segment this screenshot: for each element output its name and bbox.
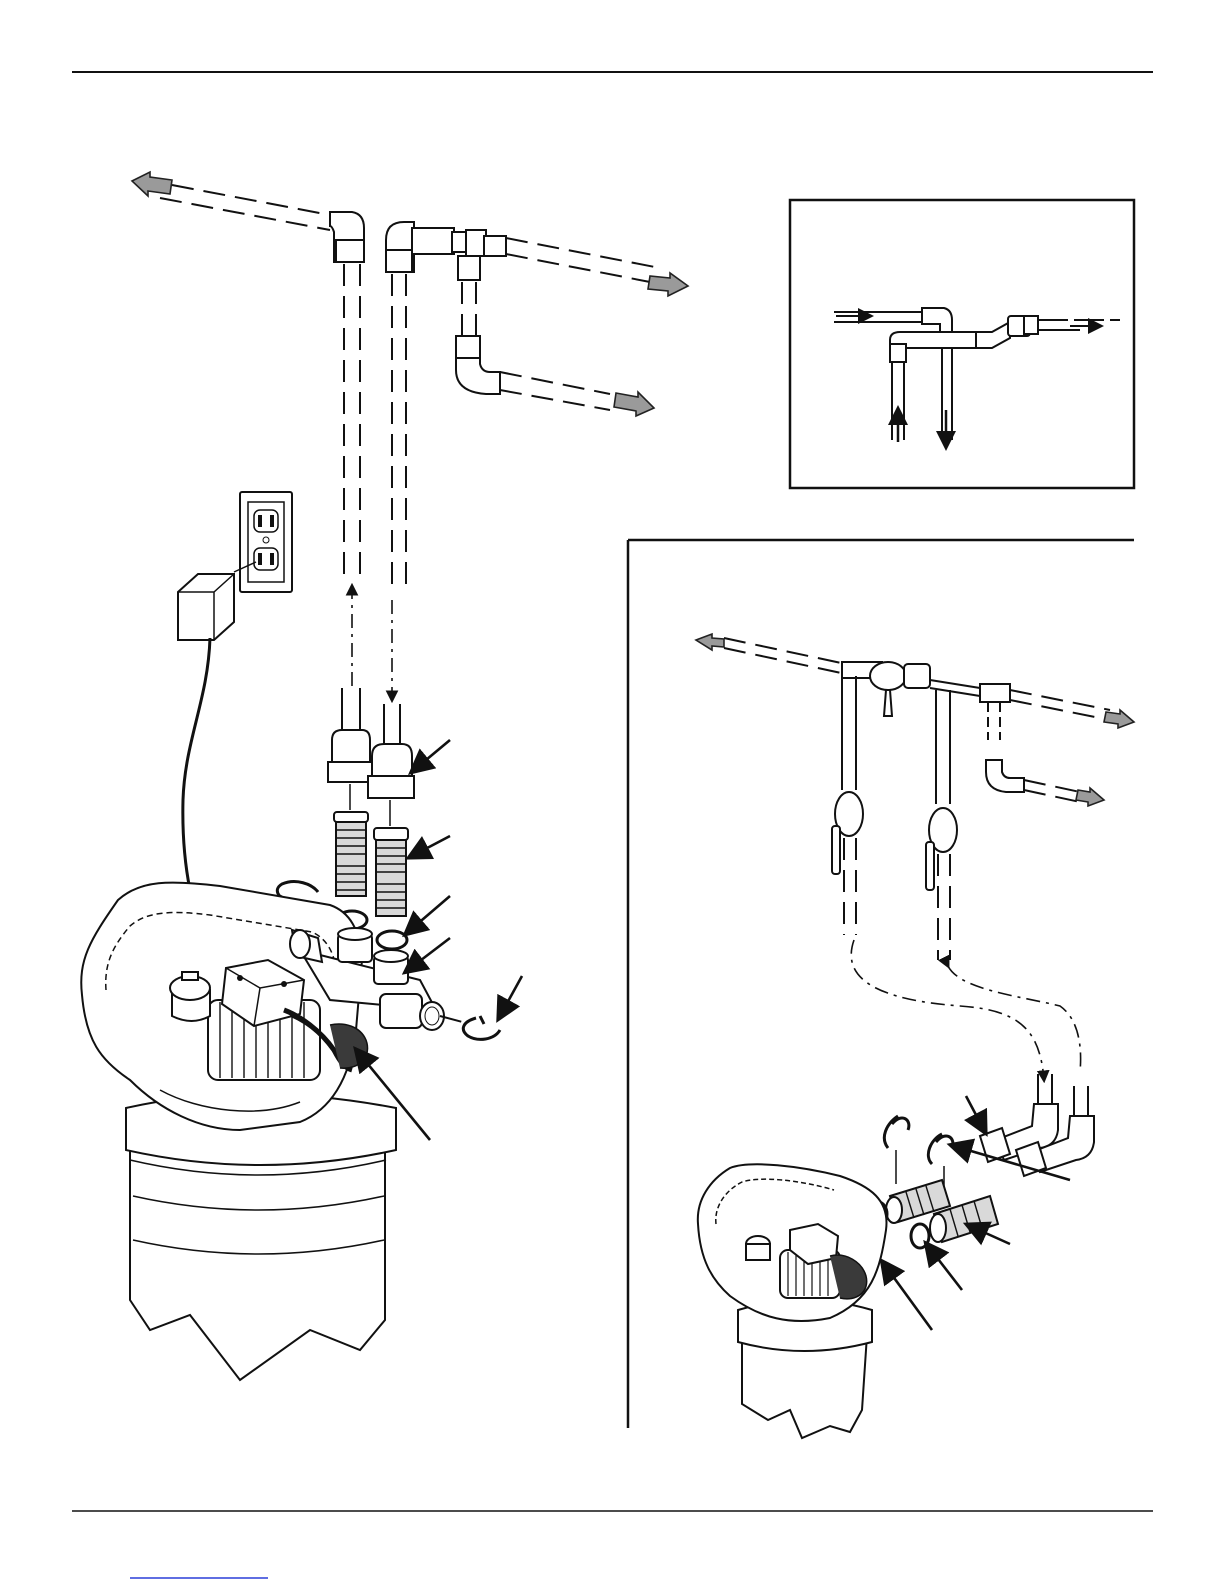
- flow-arrow-in-right: [648, 273, 688, 296]
- elbow-adaptors: [980, 1074, 1094, 1176]
- power-transformer: [178, 562, 256, 890]
- power-cord: [183, 638, 210, 890]
- nut-right: [368, 704, 414, 798]
- alternate-installation: [628, 540, 1134, 1438]
- clip-upper: [884, 1116, 909, 1148]
- flow-arrow-out-left: [132, 172, 172, 196]
- callout-arrows-main: [358, 740, 522, 1140]
- control-valve-small: [698, 1164, 887, 1321]
- adaptors: [886, 1180, 998, 1242]
- flow-arrow-out-right: [614, 392, 654, 416]
- adaptor-right: [374, 828, 408, 916]
- flow-connector-2: [948, 966, 1081, 1072]
- clip-right: [463, 1016, 500, 1039]
- control-valve: [81, 883, 367, 1130]
- nut-left: [328, 688, 372, 782]
- o-ring-lower: [911, 1224, 929, 1248]
- flow-connector-1: [851, 940, 1044, 1080]
- adaptor-left: [334, 812, 368, 896]
- main-assembly: [81, 172, 688, 1380]
- shut-off-valves: [832, 676, 957, 960]
- clip-lower: [928, 1134, 953, 1164]
- o-ring-right: [377, 931, 407, 949]
- wall-outlet: [240, 492, 292, 592]
- inlet-pipe-line: [386, 222, 688, 590]
- bypass-inset: [790, 200, 1134, 488]
- softener-tank: [126, 1094, 396, 1380]
- supply-line: [696, 634, 1134, 806]
